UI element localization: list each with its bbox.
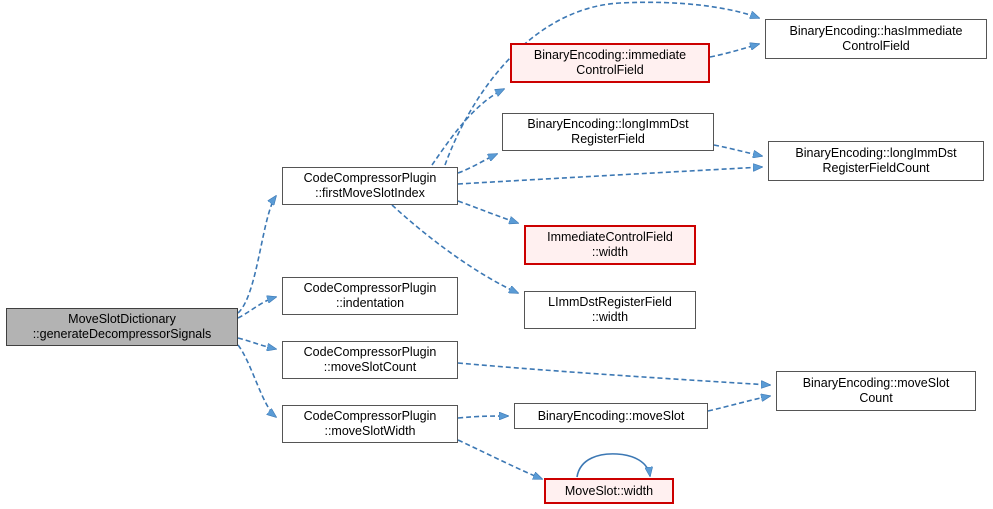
node-label: BinaryEncoding::moveSlot Count (802, 376, 950, 405)
node-move-slot-width-leaf[interactable]: MoveSlot::width (544, 478, 674, 504)
node-first-move-slot-index[interactable]: CodeCompressorPlugin ::firstMoveSlotInde… (282, 167, 458, 205)
edge-firstmoveslotindex-to-immediatecontrolfieldwidth (457, 200, 518, 223)
node-root[interactable]: MoveSlotDictionary ::generateDecompresso… (6, 308, 238, 346)
node-immediate-control-field-width[interactable]: ImmediateControlField ::width (524, 225, 696, 265)
edge-moveslotcount-to-binaryencodingmoveslotcount (457, 362, 770, 385)
edge-firstmoveslotindex-to-longimmdstregisterfieldcount (457, 167, 762, 185)
edge-longimmdstregisterfield-to-longimmdstregisterfieldcount (713, 144, 762, 156)
node-label: BinaryEncoding::longImmDst RegisterField (527, 117, 689, 146)
node-label: CodeCompressorPlugin ::moveSlotCount (303, 345, 437, 374)
node-label: LImmDstRegisterField ::width (548, 295, 672, 324)
node-binary-encoding-move-slot-count[interactable]: BinaryEncoding::moveSlot Count (776, 371, 976, 411)
node-long-imm-dst-register-field[interactable]: BinaryEncoding::longImmDst RegisterField (502, 113, 714, 151)
edge-firstmoveslotindex-to-hasimmediatecontrolfield (444, 1, 759, 166)
edge-firstmoveslotindex-to-longimmdstregisterfield (457, 154, 497, 174)
edge-binaryencodingmoveslot-to-binaryencodingmoveslotcount (707, 396, 770, 412)
edge-root-to-moveslotwidth (237, 344, 276, 417)
node-label: CodeCompressorPlugin ::moveSlotWidth (303, 409, 437, 438)
node-indentation[interactable]: CodeCompressorPlugin ::indentation (282, 277, 458, 315)
edge-immediatecontrolfield-to-hasimmediatecontrolfield (709, 44, 759, 58)
node-move-slot-count[interactable]: CodeCompressorPlugin ::moveSlotCount (282, 341, 458, 379)
node-label: BinaryEncoding::hasImmediate ControlFiel… (789, 24, 963, 53)
node-label: MoveSlotDictionary ::generateDecompresso… (32, 312, 212, 341)
node-label: CodeCompressorPlugin ::indentation (303, 281, 437, 310)
node-label: BinaryEncoding::moveSlot (537, 408, 685, 423)
node-long-imm-dst-register-field-count[interactable]: BinaryEncoding::longImmDst RegisterField… (768, 141, 984, 181)
edge-moveslotwidth-to-moveslotwidth-leaf (457, 439, 542, 480)
node-label: BinaryEncoding::longImmDst RegisterField… (795, 146, 957, 175)
node-immediate-control-field[interactable]: BinaryEncoding::immediate ControlField (510, 43, 710, 83)
node-binary-encoding-move-slot[interactable]: BinaryEncoding::moveSlot (514, 403, 708, 429)
edge-moveslotwidth-to-binaryencodingmoveslot (457, 416, 508, 418)
edge-root-to-indentation (237, 297, 276, 319)
edge-root-to-firstmoveslotindex (237, 196, 276, 314)
edge-root-to-moveslotcount (237, 337, 276, 349)
edge-firstmoveslotindex-to-immediatecontrolfield (431, 89, 504, 166)
edge-firstmoveslotindex-to-limmdstregisterfieldwidth (391, 204, 518, 293)
node-label: ImmediateControlField ::width (547, 230, 673, 259)
node-label: BinaryEncoding::immediate ControlField (533, 48, 687, 77)
node-label: CodeCompressorPlugin ::firstMoveSlotInde… (303, 171, 437, 200)
node-has-immediate-control-field[interactable]: BinaryEncoding::hasImmediate ControlFiel… (765, 19, 987, 59)
edge-moveslotwidth-self-loop (576, 453, 650, 477)
node-label: MoveSlot::width (564, 483, 654, 498)
node-move-slot-width[interactable]: CodeCompressorPlugin ::moveSlotWidth (282, 405, 458, 443)
node-limm-dst-register-field-width[interactable]: LImmDstRegisterField ::width (524, 291, 696, 329)
